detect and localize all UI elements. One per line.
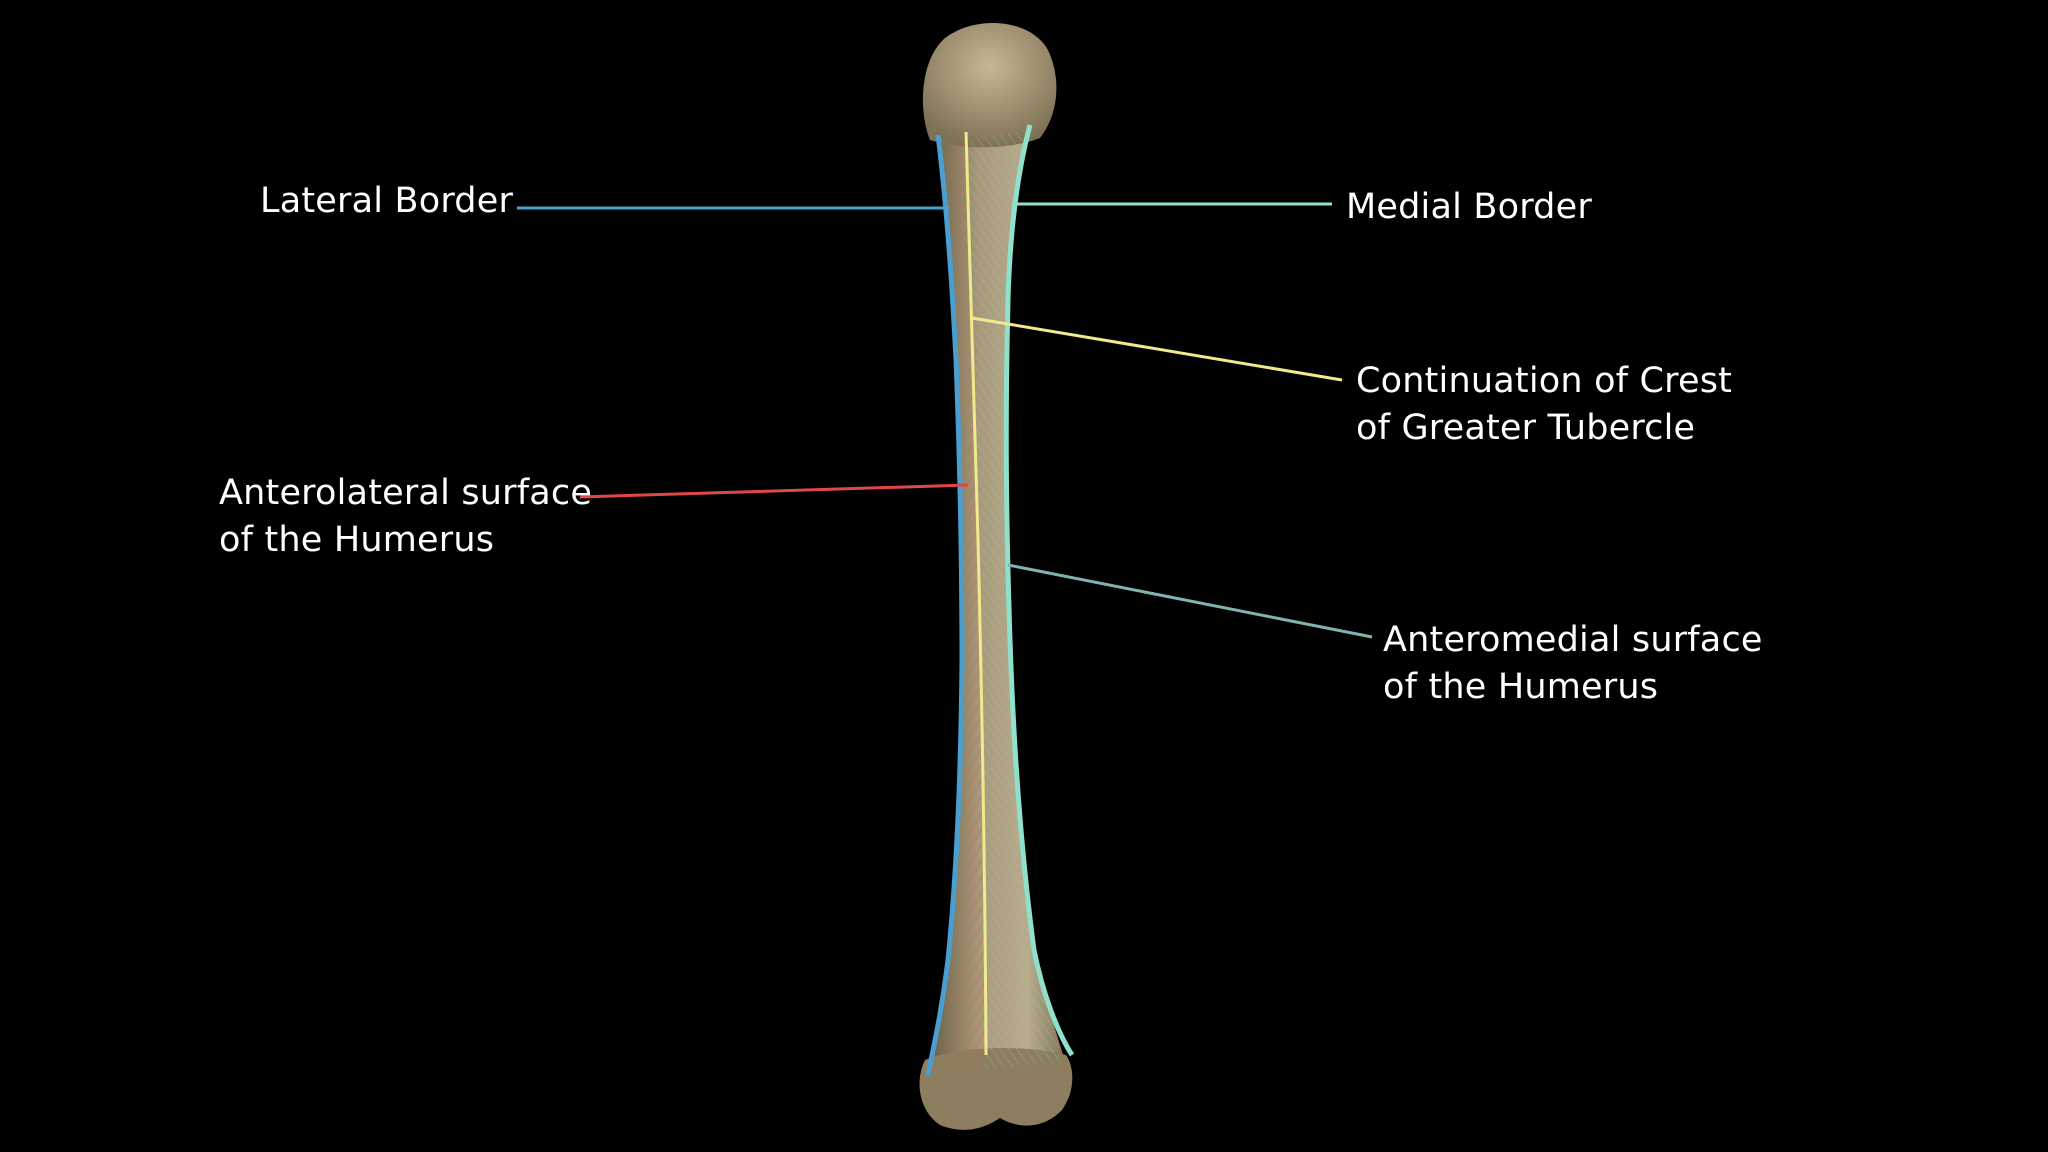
medial-border-text: Medial Border — [1346, 187, 1592, 227]
lateral-border-label: Lateral Border — [260, 178, 513, 225]
crest-line — [964, 131, 988, 1056]
humerus-head — [922, 22, 1057, 148]
lateral-border-text: Lateral Border — [260, 181, 514, 221]
anterolateral-text-line1: Anterolateral surface — [219, 473, 593, 513]
anteromedial-leader — [1007, 563, 1373, 639]
leader-lines — [517, 202, 1373, 639]
humerus-bone — [919, 22, 1075, 1130]
lateral-border-line — [925, 134, 965, 1076]
anteromedial-text-line2: of the Humerus — [1383, 667, 1659, 707]
anteromedial-surface-region — [968, 130, 1062, 1070]
anterolateral-text-line2: of the Humerus — [219, 520, 495, 560]
crest-leader — [971, 316, 1343, 382]
anteromedial-text-line1: Anteromedial surface — [1383, 620, 1763, 660]
medial-border-label: Medial Border — [1346, 184, 1592, 231]
medial-border-line — [1003, 124, 1075, 1057]
crest-label: Continuation of Crest of Greater Tubercl… — [1356, 358, 1732, 452]
anterolateral-leader — [579, 483, 969, 499]
anterolateral-surface-region — [942, 140, 985, 1070]
anterolateral-surface-label: Anterolateral surface of the Humerus — [219, 470, 592, 564]
crest-text-line2: of Greater Tubercle — [1356, 408, 1696, 448]
anteromedial-surface-label: Anteromedial surface of the Humerus — [1383, 617, 1763, 711]
crest-text-line1: Continuation of Crest — [1356, 361, 1733, 401]
